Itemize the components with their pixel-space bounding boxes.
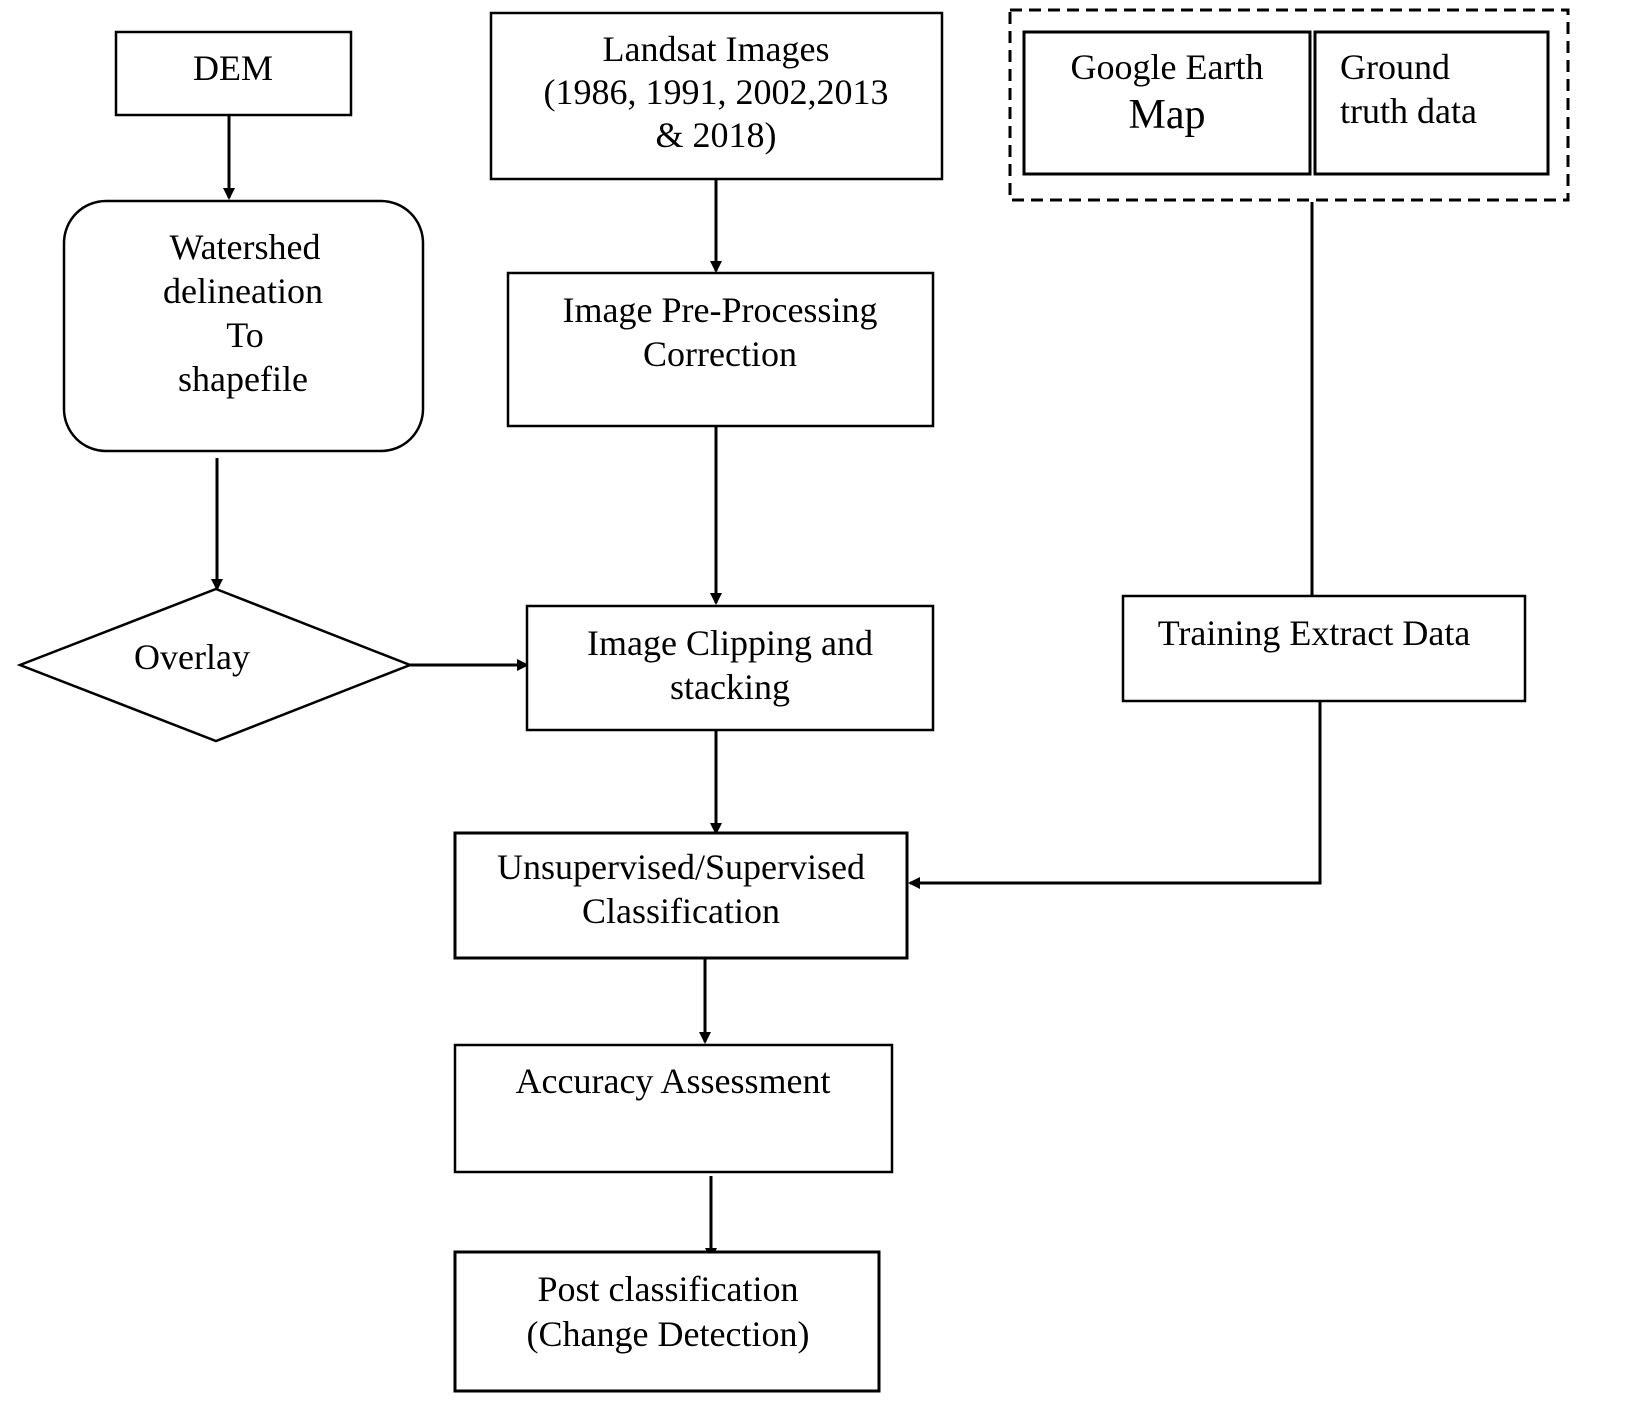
overlay-label: Overlay (134, 637, 250, 677)
node-accuracy-assessment: Accuracy Assessment (453, 1043, 894, 1174)
preprocessing-label-line-1: Image Pre-Processing (563, 290, 878, 330)
classification-label-line-2: Classification (582, 891, 780, 931)
node-overlay: Overlay (16, 587, 414, 743)
node-classification: Unsupervised/Supervised Classification (453, 831, 909, 960)
ground-truth-label-line-1: Ground (1340, 47, 1450, 87)
watershed-label-line-3: To (226, 315, 263, 355)
node-image-preprocessing: Image Pre-Processing Correction (506, 271, 935, 428)
landsat-label-line-3: & 2018) (656, 115, 777, 155)
accuracy-label: Accuracy Assessment (516, 1061, 831, 1101)
node-image-clipping: Image Clipping and stacking (525, 604, 935, 732)
google-earth-label-line-1: Google Earth (1071, 47, 1264, 87)
classification-label-line-1: Unsupervised/Supervised (497, 847, 865, 887)
reference-data-dashed-border (1008, 8, 1570, 202)
post-label-line-2: (Change Detection) (527, 1314, 810, 1354)
node-training-extract-data: Training Extract Data (1121, 594, 1527, 703)
clipping-label-line-2: stacking (670, 667, 790, 707)
node-google-earth-map: Google Earth Map (1022, 30, 1312, 176)
ground-truth-label-line-2: truth data (1340, 91, 1477, 131)
reference-data-group: Google Earth Map Ground truth data (1008, 8, 1570, 202)
clipping-label-line-1: Image Clipping and (587, 623, 873, 663)
node-post-classification: Post classification (Change Detection) (453, 1250, 881, 1393)
dem-label: DEM (193, 48, 273, 88)
edge-training-to-classification (908, 701, 1322, 889)
node-dem: DEM (114, 30, 353, 117)
landsat-label-line-2: (1986, 1991, 2002,2013 (544, 72, 889, 112)
preprocessing-label-line-2: Correction (643, 334, 797, 374)
google-earth-label-line-2: Map (1129, 92, 1206, 138)
watershed-label-line-1: Watershed (169, 227, 320, 267)
node-watershed-delineation: Watershed delineation To shapefile (62, 199, 425, 453)
node-ground-truth-data: Ground truth data (1313, 30, 1550, 176)
post-label-line-1: Post classification (538, 1269, 799, 1309)
watershed-label-line-2: delineation (163, 271, 323, 311)
landsat-label-line-1: Landsat Images (603, 29, 830, 69)
training-label: Training Extract Data (1158, 613, 1471, 653)
watershed-label-line-4: shapefile (178, 359, 308, 399)
edges (211, 116, 1322, 1260)
node-landsat-images: Landsat Images (1986, 1991, 2002,2013 & … (489, 11, 944, 181)
